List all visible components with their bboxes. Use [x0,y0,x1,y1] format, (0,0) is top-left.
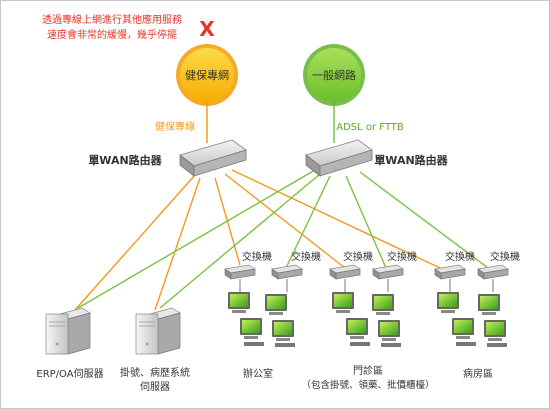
pc-monitor-icon [372,294,394,315]
pc-monitor-icon [272,320,294,341]
switch-ward-2 [477,264,509,280]
his-server-icon [135,307,181,355]
pc-monitor-icon [332,292,354,313]
health-network-node: 健保專網 [176,44,238,106]
clinic-pc-cluster [332,292,401,347]
blocked-x-mark: X [199,17,215,41]
right-router [305,139,373,177]
warning-line-1: 透過專線上網進行其他應用服務 [42,13,182,26]
left-router-label: 單WAN路由器 [88,153,162,167]
warning-note: 透過專線上網進行其他應用服務 速度會非常的緩慢，幾乎停擺 X [42,13,215,41]
pc-monitor-icon [346,318,368,339]
switch-clinic-1 [329,264,361,280]
erp-server-label: ERP/OA伺服器 [36,367,103,380]
clinic-zone-label-1: 門診區 [353,364,383,377]
switch-drops [239,279,494,292]
general-network-node: 一般網路 [303,44,365,106]
pc-monitor-icon [437,292,459,313]
switch-label: 交換機 [291,250,321,263]
pc-monitor-icon [240,318,262,339]
pc-monitor-icon [478,294,500,315]
pc-monitor-icon [378,320,400,341]
green-links [77,169,489,309]
his-server-label-1: 掛號、病歷系統 [120,366,190,379]
switch-clinic-2 [372,264,404,280]
pc-monitor-icon [228,292,250,313]
switch-label: 交換機 [343,250,373,263]
left-router [179,139,247,177]
pc-monitor-icon [452,318,474,339]
erp-server-icon [45,307,91,355]
switch-group [224,264,509,280]
switch-label: 交換機 [387,250,417,263]
ward-zone-label: 病房區 [463,367,493,380]
office-pc-cluster [228,292,295,347]
health-network-label: 健保專網 [185,68,229,82]
switch-label: 交換機 [490,250,520,263]
office-zone-label: 辦公室 [243,367,273,380]
pc-monitor-icon [484,320,506,341]
health-link-label: 健保專線 [155,120,195,133]
switch-office-1 [224,264,256,280]
warning-line-2: 速度會非常的緩慢，幾乎停擺 [47,28,177,41]
general-link-label: ADSL or FTTB [336,122,404,133]
uplinks [206,95,335,143]
switch-labels: 交換機 交換機 交換機 交換機 交換機 交換機 [242,250,520,263]
switch-label: 交換機 [242,250,272,263]
his-server-label-2: 伺服器 [140,380,170,393]
pc-monitor-icon [265,294,287,315]
clinic-zone-label-2: （包含掛號、領藥、批價櫃檯） [301,379,434,391]
switch-label: 交換機 [445,250,475,263]
ward-pc-cluster [437,292,507,347]
switch-office-2 [271,264,303,280]
right-router-label: 單WAN路由器 [374,153,448,167]
general-network-label: 一般網路 [312,68,356,82]
switch-ward-1 [434,264,466,280]
